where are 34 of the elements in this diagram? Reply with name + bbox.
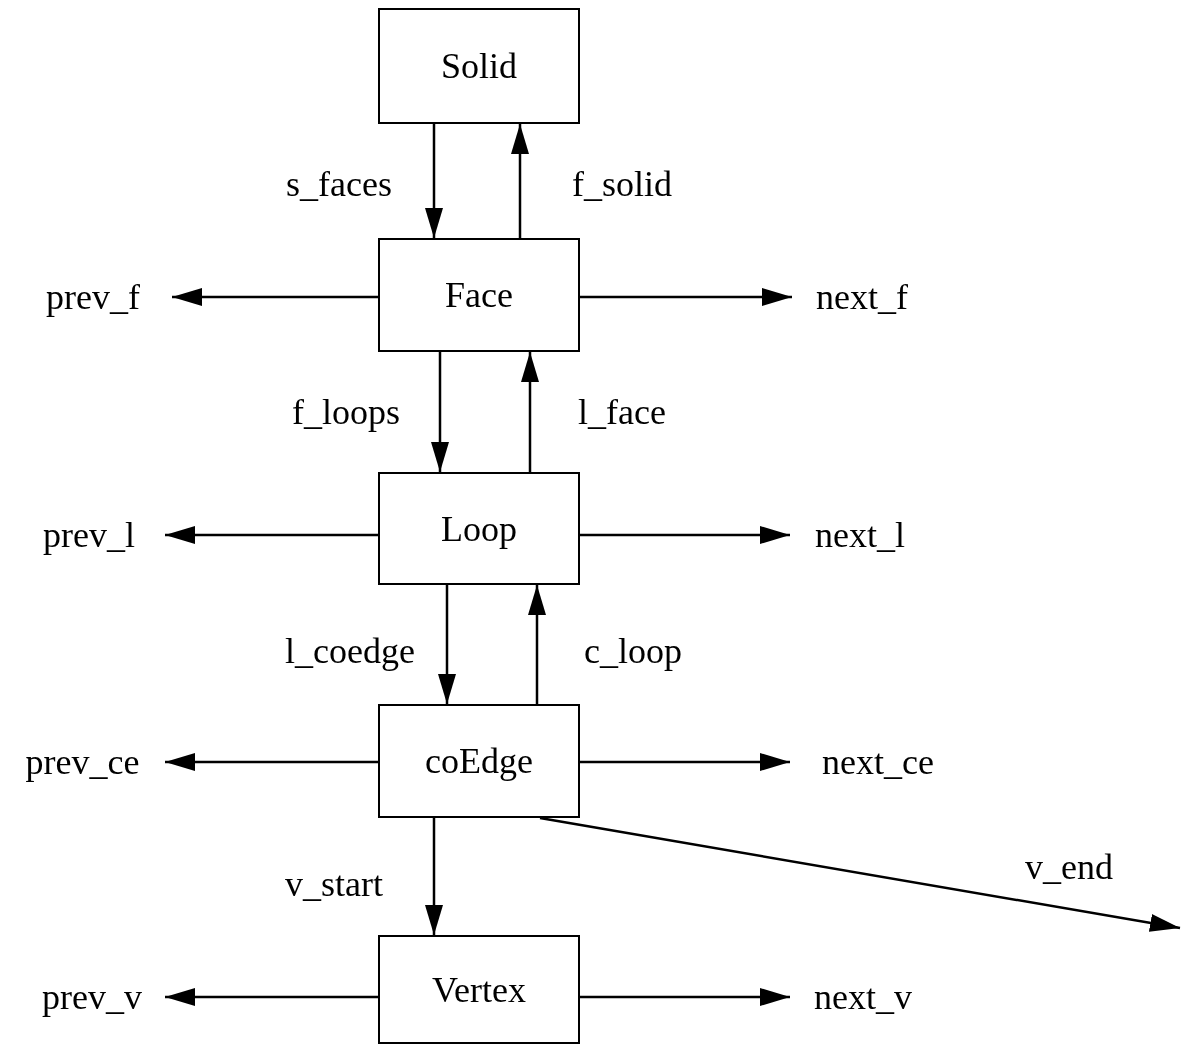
entity-box [378,704,580,818]
pointer-label: prev_l [13,510,165,560]
pointer-label: next_f [792,272,932,322]
arrow [580,988,790,1006]
pointer-label: prev_v [19,972,165,1022]
entity-box [378,8,580,124]
entity-name: coEdge [425,740,533,782]
arrow [521,352,539,472]
arrow [511,124,529,238]
pointer-label: next_v [790,972,936,1022]
arrow [580,753,790,771]
arrow [580,526,790,544]
arrow [165,753,378,771]
pointer-label: prev_ce [0,737,165,787]
arrow [172,288,378,306]
entity-name: Vertex [432,968,526,1011]
arrow [438,585,456,704]
pointer-label: next_ce [790,737,966,787]
entity-name: Solid [441,45,517,87]
arrow [539,816,1181,932]
pointer-label: next_l [790,510,930,560]
entity-box [378,935,580,1044]
arrow [165,526,378,544]
arrow [425,818,443,935]
entity-name: Face [445,274,513,316]
pointer-label: prev_f [14,272,172,322]
arrow [165,988,378,1006]
entity-name: Loop [441,507,517,550]
arrow [580,288,792,306]
entity-box [378,472,580,585]
arrow [431,352,449,472]
arrow [528,585,546,704]
entity-box [378,238,580,352]
arrow [425,124,443,238]
